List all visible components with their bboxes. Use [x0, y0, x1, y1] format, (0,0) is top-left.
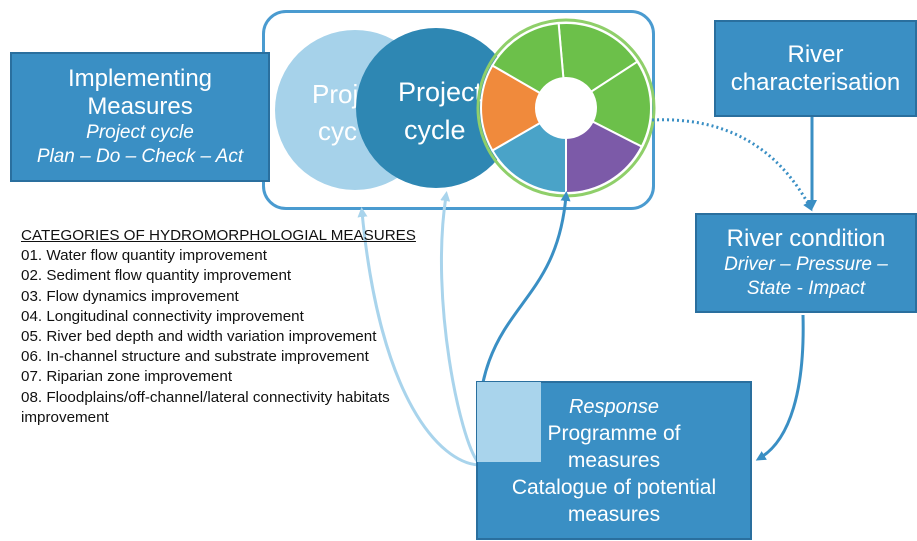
river-char-line1: River — [787, 40, 844, 68]
project-cycle-wheel — [476, 18, 656, 198]
category-item: 01. Water flow quantity improvement — [21, 247, 267, 265]
circle-label-line1: Project — [398, 77, 483, 107]
response-line1: Response — [568, 395, 660, 418]
categories-heading: CATEGORIES OF HYDROMORPHOLOGIAL MEASURES — [21, 227, 416, 244]
category-item: 03. Flow dynamics improvement — [21, 287, 239, 305]
wheel-segment-issues — [589, 60, 652, 148]
category-item: 04. Longitudinal connectivity improvemen… — [21, 307, 304, 325]
category-item: 02. Sediment flow quantity improvement — [21, 267, 292, 285]
arrow-condition-to-response — [755, 314, 805, 461]
response-line3: measures — [567, 448, 661, 472]
project-cycle-circle: Project cycle — [356, 28, 516, 188]
category-item: 05. River bed depth and width variation … — [21, 328, 377, 346]
river-condition-title: River condition — [726, 225, 886, 252]
river-condition-sub-line1: Driver – Pressure – — [724, 254, 888, 275]
implementing-title-line2: Measures — [87, 93, 193, 120]
response-line4: Catalogue of potential — [511, 475, 717, 499]
circle-label-line2: cycle — [404, 115, 466, 145]
faded-circle-label-line2: cyc — [318, 116, 357, 146]
arrow-wheel-to-condition — [651, 118, 813, 212]
implementing-title-line1: Implementing — [67, 65, 213, 92]
category-item: 08. Floodplains/off-channel/lateral conn… — [21, 388, 390, 406]
river-condition-sub-line2: State - Impact — [746, 278, 866, 299]
river-char-line2: characterisation — [730, 68, 901, 96]
response-line2: Programme of — [547, 421, 681, 445]
faded-circle-label-line1: Proj — [312, 79, 358, 109]
implementing-sub-line2: Plan – Do – Check – Act — [36, 146, 244, 167]
arrow-response-to-faded-circle — [357, 207, 479, 467]
category-item: 06. In-channel structure and substrate i… — [21, 348, 369, 366]
category-item: improvement — [21, 408, 109, 426]
arrow-response-to-circle — [440, 191, 480, 463]
river-characterisation-box: River characterisation — [714, 20, 917, 117]
wheel-segment-evaluation — [491, 22, 565, 95]
implementing-measures-box: Implementing Measures Project cycle Plan… — [10, 52, 270, 182]
wheel-hub — [538, 80, 594, 136]
river-condition-box: River condition Driver – Pressure – Stat… — [695, 213, 917, 313]
response-line5: measures — [567, 502, 661, 526]
response-light-overlay — [477, 382, 541, 462]
implementing-sub-line1: Project cycle — [86, 122, 194, 143]
categories-list: CATEGORIES OF HYDROMORPHOLOGIAL MEASURES… — [21, 226, 416, 428]
wheel-segment-monitoring — [480, 64, 542, 152]
category-item: 07. Riparian zone improvement — [21, 368, 233, 386]
